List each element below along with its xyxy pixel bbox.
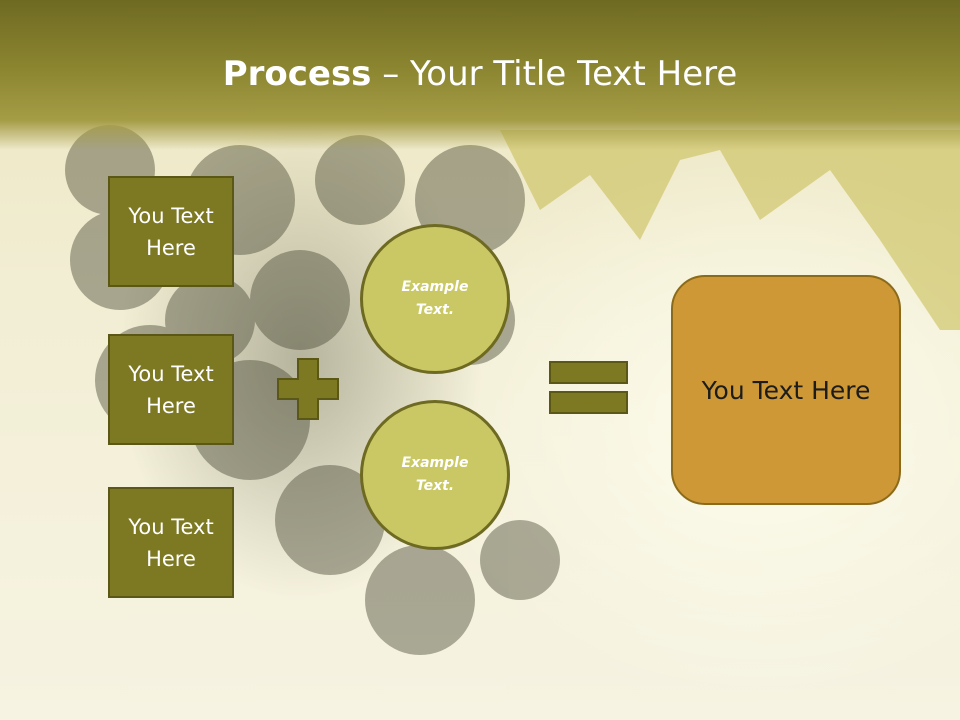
example-circle-label: Example Text. <box>401 279 469 318</box>
input-box-label: You Text Here <box>128 203 214 260</box>
title-strong: Process <box>222 54 372 94</box>
equals-icon <box>549 361 628 414</box>
example-circle-1[interactable]: Example Text. <box>360 224 510 374</box>
plus-icon <box>277 358 339 420</box>
input-box-2[interactable]: You Text Here <box>108 334 234 445</box>
result-label: You Text Here <box>701 375 871 405</box>
input-box-label: You Text Here <box>128 361 214 418</box>
title-rest: – Your Title Text Here <box>371 54 738 94</box>
example-circle-2[interactable]: Example Text. <box>360 400 510 550</box>
input-box-label: You Text Here <box>128 514 214 571</box>
example-circle-label: Example Text. <box>401 455 469 494</box>
title-bar <box>0 0 960 150</box>
slide-title: Process – Your Title Text Here <box>0 52 960 96</box>
input-box-1[interactable]: You Text Here <box>108 176 234 287</box>
result-box[interactable]: You Text Here <box>671 275 901 505</box>
input-box-3[interactable]: You Text Here <box>108 487 234 598</box>
